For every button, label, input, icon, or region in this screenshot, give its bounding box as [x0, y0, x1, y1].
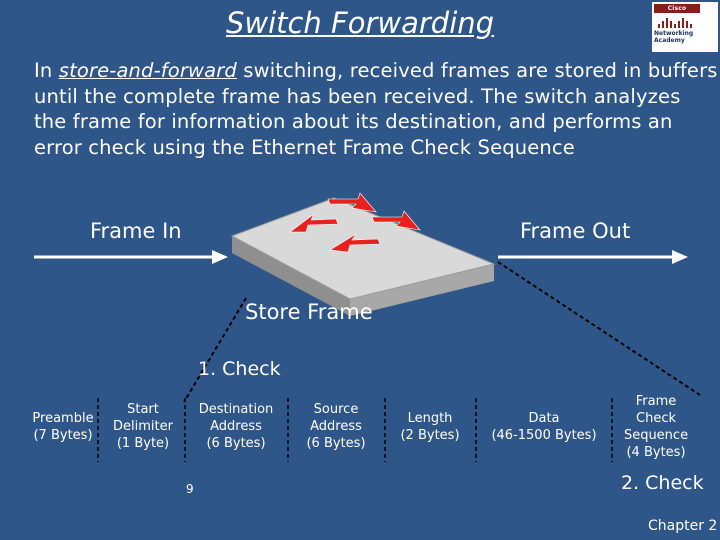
field-start-delimiter: Start Delimiter (1 Byte)	[104, 401, 182, 452]
check1-label: 1. Check	[198, 358, 281, 380]
frame-out-label: Frame Out	[520, 219, 630, 243]
store-frame-label: Store Frame	[245, 300, 373, 324]
check2-label: 2. Check	[621, 472, 704, 494]
frame-in-label: Frame In	[90, 219, 182, 243]
field-destination-address: Destination Address (6 Bytes)	[188, 401, 284, 452]
field-preamble: Preamble (7 Bytes)	[30, 410, 96, 444]
page-number: 9	[186, 482, 194, 496]
check1-dashed-line	[184, 298, 246, 402]
field-frame-check-sequence: Frame Check Sequence (4 Bytes)	[616, 393, 696, 461]
switch-icon	[232, 193, 494, 316]
field-source-address: Source Address (6 Bytes)	[291, 401, 381, 452]
frame-out-arrowhead	[672, 250, 688, 264]
field-length: Length (2 Bytes)	[388, 410, 472, 444]
frame-in-arrowhead	[212, 250, 228, 264]
field-data: Data (46-1500 Bytes)	[480, 410, 608, 444]
check2-dashed-line	[498, 262, 700, 395]
chapter-label: Chapter 2	[648, 518, 717, 534]
